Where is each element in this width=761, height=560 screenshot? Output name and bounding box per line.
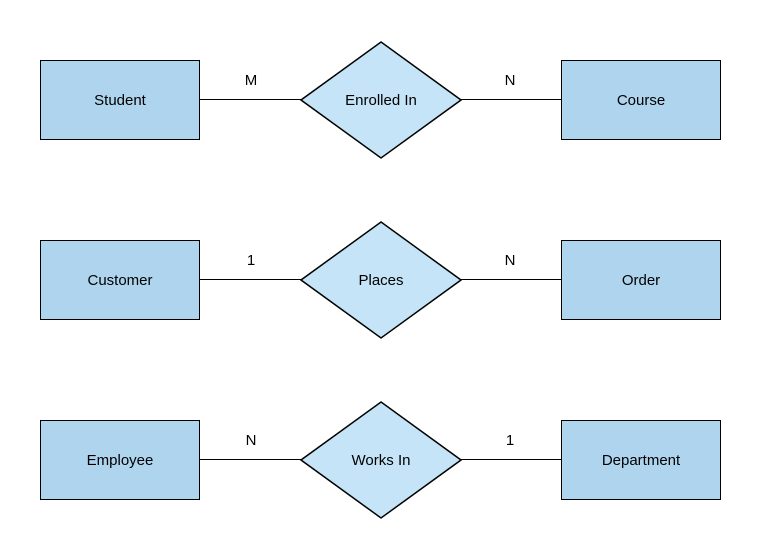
connector-student-enrolledin <box>200 99 301 100</box>
entity-student: Student <box>40 60 200 140</box>
entity-department-label: Department <box>601 451 681 469</box>
entity-employee: Employee <box>40 420 200 500</box>
entity-order: Order <box>561 240 721 320</box>
entity-department: Department <box>561 420 721 500</box>
cardinality-student-side: M <box>244 72 258 89</box>
cardinality-department-side: 1 <box>505 432 515 449</box>
connector-enrolledin-course <box>461 99 561 100</box>
connector-employee-worksin <box>200 459 301 460</box>
relationship-places: Places <box>300 221 462 339</box>
entity-student-label: Student <box>94 91 146 109</box>
entity-customer: Customer <box>40 240 200 320</box>
cardinality-course-side: N <box>504 72 516 89</box>
entity-employee-label: Employee <box>86 451 154 469</box>
connector-places-order <box>461 279 561 280</box>
entity-course: Course <box>561 60 721 140</box>
entity-customer-label: Customer <box>87 271 153 289</box>
entity-order-label: Order <box>621 271 661 289</box>
diamond-shape <box>300 221 462 339</box>
relationship-enrolled-in: Enrolled In <box>300 41 462 159</box>
connector-worksin-department <box>461 459 561 460</box>
cardinality-employee-side: N <box>245 432 257 449</box>
connector-customer-places <box>200 279 301 280</box>
cardinality-order-side: N <box>504 252 516 269</box>
diamond-shape <box>300 41 462 159</box>
cardinality-customer-side: 1 <box>246 252 256 269</box>
relationship-enrolled-in-label: Enrolled In <box>345 91 417 109</box>
entity-course-label: Course <box>616 91 666 109</box>
relationship-works-in: Works In <box>300 401 462 519</box>
relationship-works-in-label: Works In <box>351 451 411 469</box>
diamond-shape <box>300 401 462 519</box>
relationship-places-label: Places <box>358 271 404 289</box>
